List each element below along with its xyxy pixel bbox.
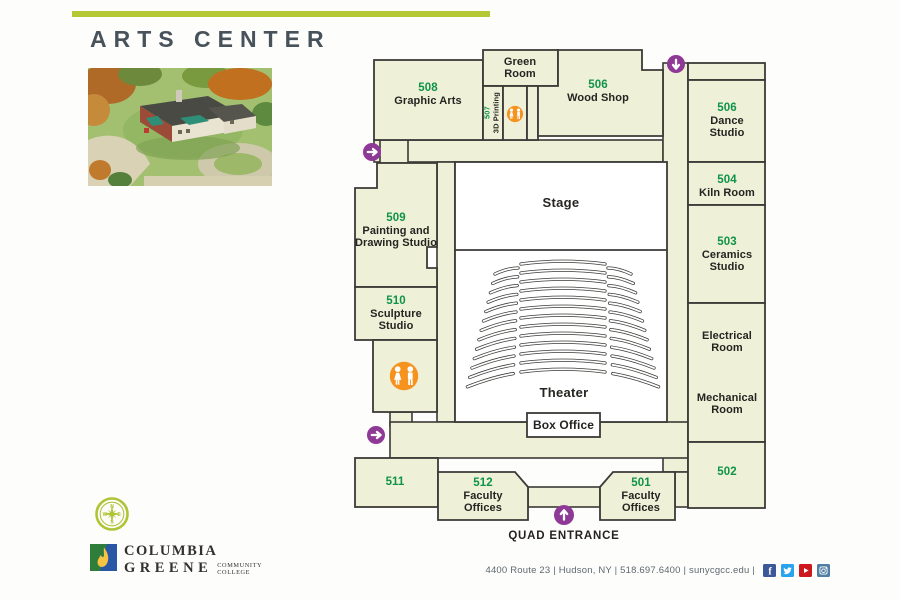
rooms: [354, 49, 766, 521]
accent-bar: [72, 11, 490, 17]
svg-text:N: N: [110, 504, 114, 510]
page-title: ARTS CENTER: [90, 26, 331, 52]
room-512-shape: [437, 471, 529, 521]
room-right-top-shape: [687, 62, 766, 81]
logo-community: COMMUNITY: [217, 561, 263, 569]
arrow-right-icon: [367, 426, 385, 444]
label-theater: Theater: [539, 385, 589, 400]
room-511-shape: [354, 457, 439, 508]
room-502-shape: [687, 441, 766, 509]
svg-text:S: S: [110, 520, 114, 526]
logo-college: COLLEGE: [217, 568, 251, 576]
room-electrical-mechanical-shape: [687, 302, 766, 443]
college-logo: COLUMBIA GREENE COMMUNITY COLLEGE: [90, 544, 262, 576]
label-electrical-room: Electrical Room: [702, 330, 752, 355]
room-graphic-arts-shape: [373, 59, 484, 141]
footer: 4400 Route 23 | Hudson, NY | 518.697.640…: [0, 564, 830, 577]
label-green-room: Green Room: [503, 56, 537, 81]
restroom-icon: [389, 361, 419, 391]
arrow-down-icon: [667, 55, 685, 73]
svg-text:f: f: [768, 567, 772, 577]
arrow-up-icon quad-entrance-arrow: [554, 505, 574, 525]
room-wood-shop-shape: [537, 49, 664, 137]
aerial-illustration: [88, 68, 272, 186]
theater-block: [454, 161, 668, 438]
label-mechanical-room: Mechanical Room: [696, 392, 758, 417]
label-stage: Stage: [542, 195, 580, 210]
room-dance-studio-shape: [687, 79, 766, 163]
label-502: 502: [717, 466, 737, 478]
facebook-icon: f: [763, 564, 776, 577]
label-box-office: Box Office: [532, 418, 594, 432]
box-office-shape: [526, 412, 601, 438]
label-511: 511: [385, 476, 405, 488]
room-501-shape: [599, 471, 676, 521]
footer-contact-text: 4400 Route 23 | Hudson, NY | 518.697.640…: [485, 565, 755, 576]
svg-text:E: E: [117, 512, 121, 518]
svg-text:W: W: [103, 512, 108, 518]
label-quad-entrance: QUAD ENTRANCE: [508, 530, 620, 542]
logo-college-name-1: COLUMBIA: [124, 543, 218, 559]
twitter-icon: [781, 564, 794, 577]
arrow-right-icon: [363, 143, 381, 161]
corridor-strip-shape: [526, 85, 539, 141]
room-sculpture-studio-shape: [354, 286, 438, 341]
theater-seating: [465, 259, 661, 389]
logo-college-name-2: GREENE: [124, 560, 213, 577]
room-ceramics-studio-shape: [687, 204, 766, 304]
college-logo-icon: [90, 544, 117, 571]
room-green-room-shape: [482, 49, 559, 87]
restroom-icon: [506, 105, 524, 123]
youtube-icon: [799, 564, 812, 577]
instagram-icon: [817, 564, 830, 577]
